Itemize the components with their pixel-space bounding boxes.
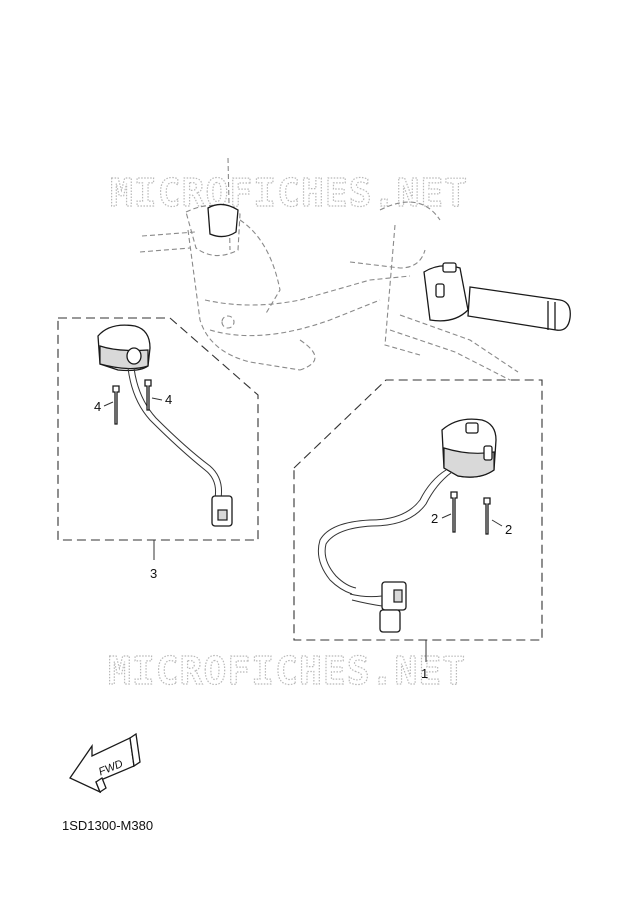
group-box-3 <box>57 317 259 541</box>
screw-4b <box>144 379 152 411</box>
screw-2b <box>483 497 491 535</box>
diagram-code: 1SD1300-M380 <box>62 818 154 833</box>
screw-2a <box>450 491 458 533</box>
leader-4a <box>103 401 114 407</box>
leader-2a <box>441 513 452 519</box>
right-grip <box>467 286 571 331</box>
callout-2a: 2 <box>431 511 438 526</box>
left-handlebar-switch <box>97 324 233 527</box>
right-handlebar-switch <box>317 418 497 633</box>
callout-4b: 4 <box>165 392 172 407</box>
fwd-arrow-icon: FWD <box>69 732 141 794</box>
callout-3: 3 <box>150 566 157 581</box>
watermark-bottom: MICROFICHES.NET <box>108 649 466 693</box>
leader-2b <box>491 519 503 527</box>
leader-4b <box>151 397 163 401</box>
callout-2b: 2 <box>505 522 512 537</box>
callout-1: 1 <box>421 666 428 681</box>
watermark-top: MICROFICHES.NET <box>110 171 468 215</box>
left-switch-on-bar <box>207 203 239 238</box>
group-box-1 <box>293 379 543 641</box>
right-switch-on-bar <box>423 262 469 322</box>
callout-4a: 4 <box>94 399 101 414</box>
handlebar-ghost-outline <box>139 157 519 381</box>
screw-4a <box>112 385 120 425</box>
